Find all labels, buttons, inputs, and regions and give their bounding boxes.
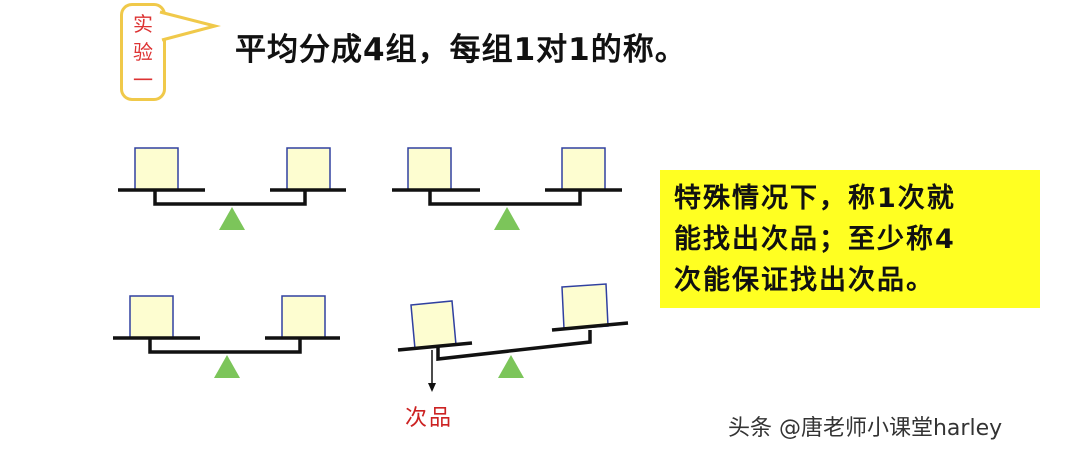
conclusion-note: 特殊情况下，称1次就 能找出次品；至少称4 次能保证找出次品。 bbox=[660, 170, 1040, 308]
experiment-badge: 实 验 一 bbox=[120, 3, 166, 101]
note-line: 特殊情况下，称1次就 bbox=[674, 183, 956, 214]
badge-char: 验 bbox=[133, 40, 153, 64]
balance-2 bbox=[392, 147, 622, 230]
defect-label: 次品 bbox=[405, 406, 454, 431]
note-line: 能找出次品；至少称4 bbox=[674, 224, 956, 255]
badge-tail bbox=[159, 10, 221, 42]
balance-1 bbox=[118, 147, 346, 230]
balance-3 bbox=[113, 295, 340, 378]
note-line: 次能保证找出次品。 bbox=[674, 265, 935, 296]
badge-char: 实 bbox=[133, 12, 153, 36]
balance-4-tilted bbox=[397, 283, 629, 392]
watermark: 头条 @唐老师小课堂harley bbox=[728, 416, 1003, 441]
slide-title: 平均分成4组，每组1对1的称。 bbox=[235, 32, 687, 68]
badge-char: 一 bbox=[133, 68, 153, 92]
